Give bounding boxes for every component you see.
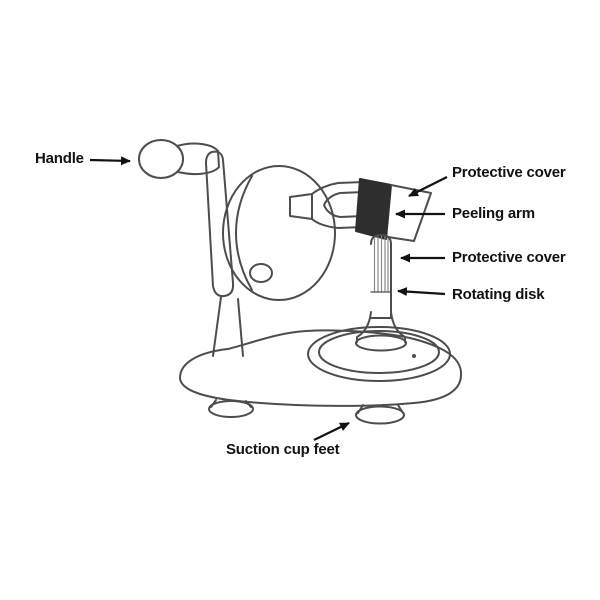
rotating-disk-arrow [397, 287, 446, 297]
peeling-arm-part [289, 181, 365, 229]
label-rotating-disk: Rotating disk [452, 286, 545, 303]
body-column-part [212, 296, 244, 357]
suction-foot-right [355, 404, 405, 425]
label-protective-cover-top: Protective cover [452, 164, 566, 181]
base-dish-part [307, 326, 451, 382]
label-protective-cover-mid: Protective cover [452, 249, 566, 266]
handle-part [138, 139, 220, 179]
label-handle: Handle [35, 150, 84, 167]
label-suction-cup-feet: Suction cup feet [226, 441, 340, 458]
handle-arrow [89, 156, 131, 166]
label-peeling-arm: Peeling arm [452, 205, 535, 222]
protective-cover-top-arrow [408, 176, 448, 197]
rod-protective-cover-part [370, 234, 392, 319]
protective-cover-front-part [355, 178, 392, 240]
drive-wheel-part [222, 165, 336, 301]
suction-cup-feet-arrow [313, 422, 350, 441]
crank-arm-part [205, 150, 235, 298]
base-plate-part [179, 329, 463, 407]
apple-peeler-illustration [138, 139, 463, 425]
callout-arrows [89, 156, 448, 441]
suction-foot-left [208, 399, 254, 418]
